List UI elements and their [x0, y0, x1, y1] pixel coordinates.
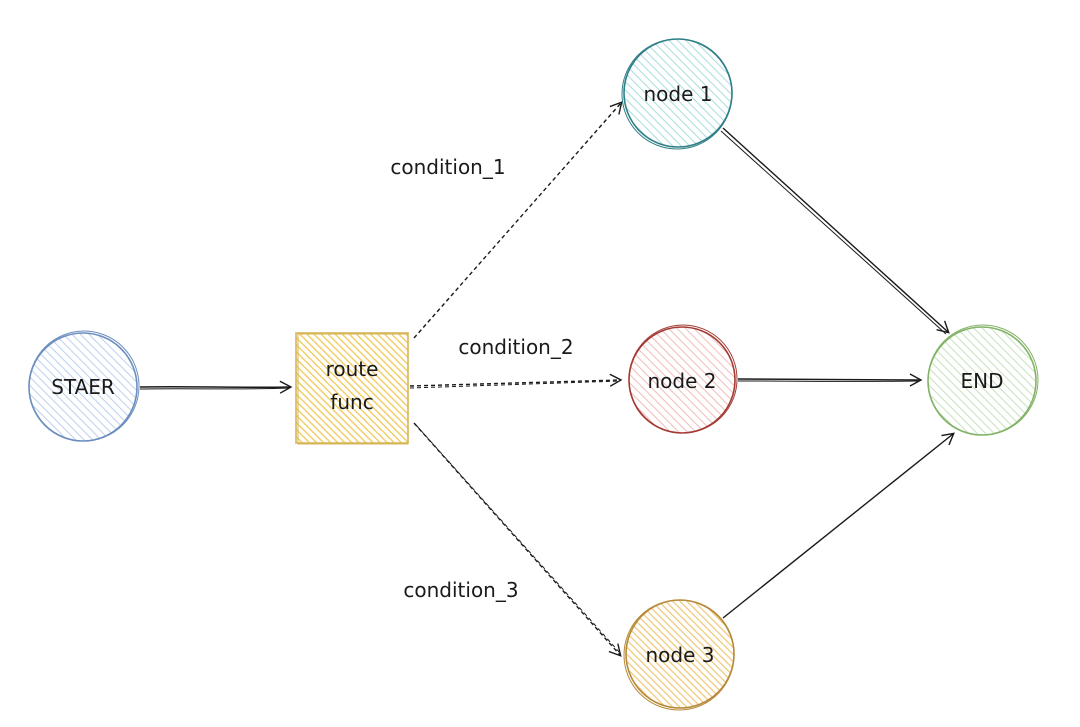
- node-3: node 3: [623, 599, 735, 711]
- edge-node3-end: [722, 432, 955, 619]
- node-route-label-line2: func: [330, 390, 373, 414]
- node-1-label: node 1: [644, 82, 713, 106]
- edge-route-node1: [413, 101, 623, 339]
- node-2-label: node 2: [648, 369, 717, 393]
- node-1: node 1: [621, 38, 733, 150]
- edge-route-node2: [409, 373, 623, 389]
- node-end-label: END: [961, 369, 1004, 393]
- node-route-func: route func: [295, 332, 409, 445]
- edge-start-route: [139, 380, 293, 394]
- edge-node1-end: [720, 127, 950, 335]
- node-start: STAER: [28, 330, 140, 442]
- edge-label-condition-2: condition_2: [458, 335, 573, 359]
- edge-label-condition-3: condition_3: [403, 578, 518, 602]
- node-3-label: node 3: [646, 643, 715, 667]
- edge-node2-end: [737, 373, 923, 387]
- node-start-label: STAER: [51, 375, 115, 399]
- node-route-label-line1: route: [326, 357, 379, 381]
- node-2: node 2: [628, 324, 738, 434]
- edge-route-node3: [413, 422, 622, 657]
- edge-label-condition-1: condition_1: [390, 155, 505, 179]
- node-end: END: [927, 324, 1039, 436]
